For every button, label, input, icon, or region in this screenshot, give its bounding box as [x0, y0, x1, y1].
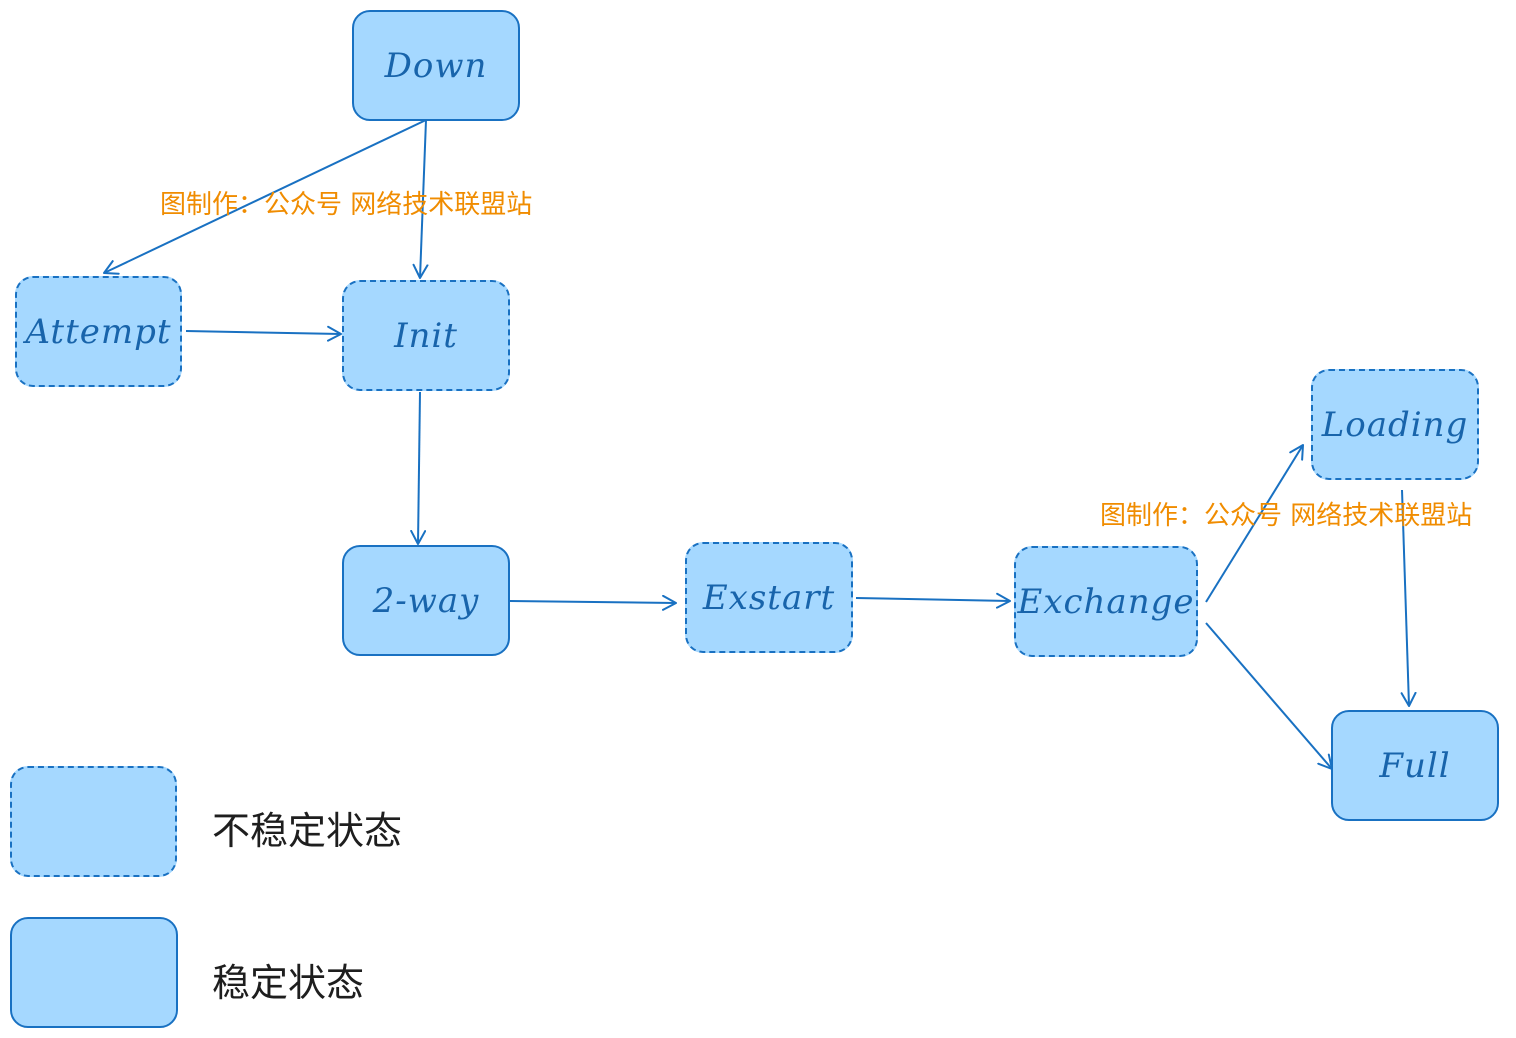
node-init: Init — [342, 280, 510, 391]
node-exstart-label: Exstart — [702, 577, 836, 618]
arrow-exchange-to-loading — [1205, 444, 1304, 603]
legend-unstable-swatch — [10, 766, 177, 877]
watermark-top: 图制作：公众号 网络技术联盟站 — [160, 190, 533, 220]
arrow-down-to-attempt — [103, 119, 427, 275]
node-full-label: Full — [1379, 745, 1451, 786]
arrow-down-to-init — [412, 119, 429, 279]
legend-stable-label: 稳定状态 — [212, 961, 365, 1005]
arrow-2way-to-exstart — [509, 594, 677, 611]
node-2-way: 2-way — [342, 545, 510, 656]
node-exchange: Exchange — [1014, 546, 1198, 657]
node-down-label: Down — [384, 45, 488, 86]
node-attempt: Attempt — [15, 276, 182, 387]
arrow-attempt-to-init — [185, 325, 342, 342]
node-2-way-label: 2-way — [372, 580, 480, 621]
node-init-label: Init — [394, 315, 458, 356]
arrow-loading-to-full — [1400, 489, 1417, 707]
node-exstart: Exstart — [685, 542, 853, 653]
node-down: Down — [352, 10, 520, 121]
arrow-exchange-to-full — [1205, 622, 1333, 770]
node-loading-label: Loading — [1321, 404, 1469, 445]
arrow-init-to-2way — [410, 391, 427, 545]
legend-unstable-label: 不稳定状态 — [212, 809, 403, 853]
node-loading: Loading — [1311, 369, 1479, 480]
node-attempt-label: Attempt — [25, 311, 172, 352]
arrow-exstart-to-exchange — [855, 592, 1011, 609]
node-exchange-label: Exchange — [1017, 581, 1195, 622]
node-full: Full — [1331, 710, 1499, 821]
legend-stable-swatch — [10, 917, 178, 1028]
watermark-right: 图制作：公众号 网络技术联盟站 — [1100, 501, 1473, 531]
